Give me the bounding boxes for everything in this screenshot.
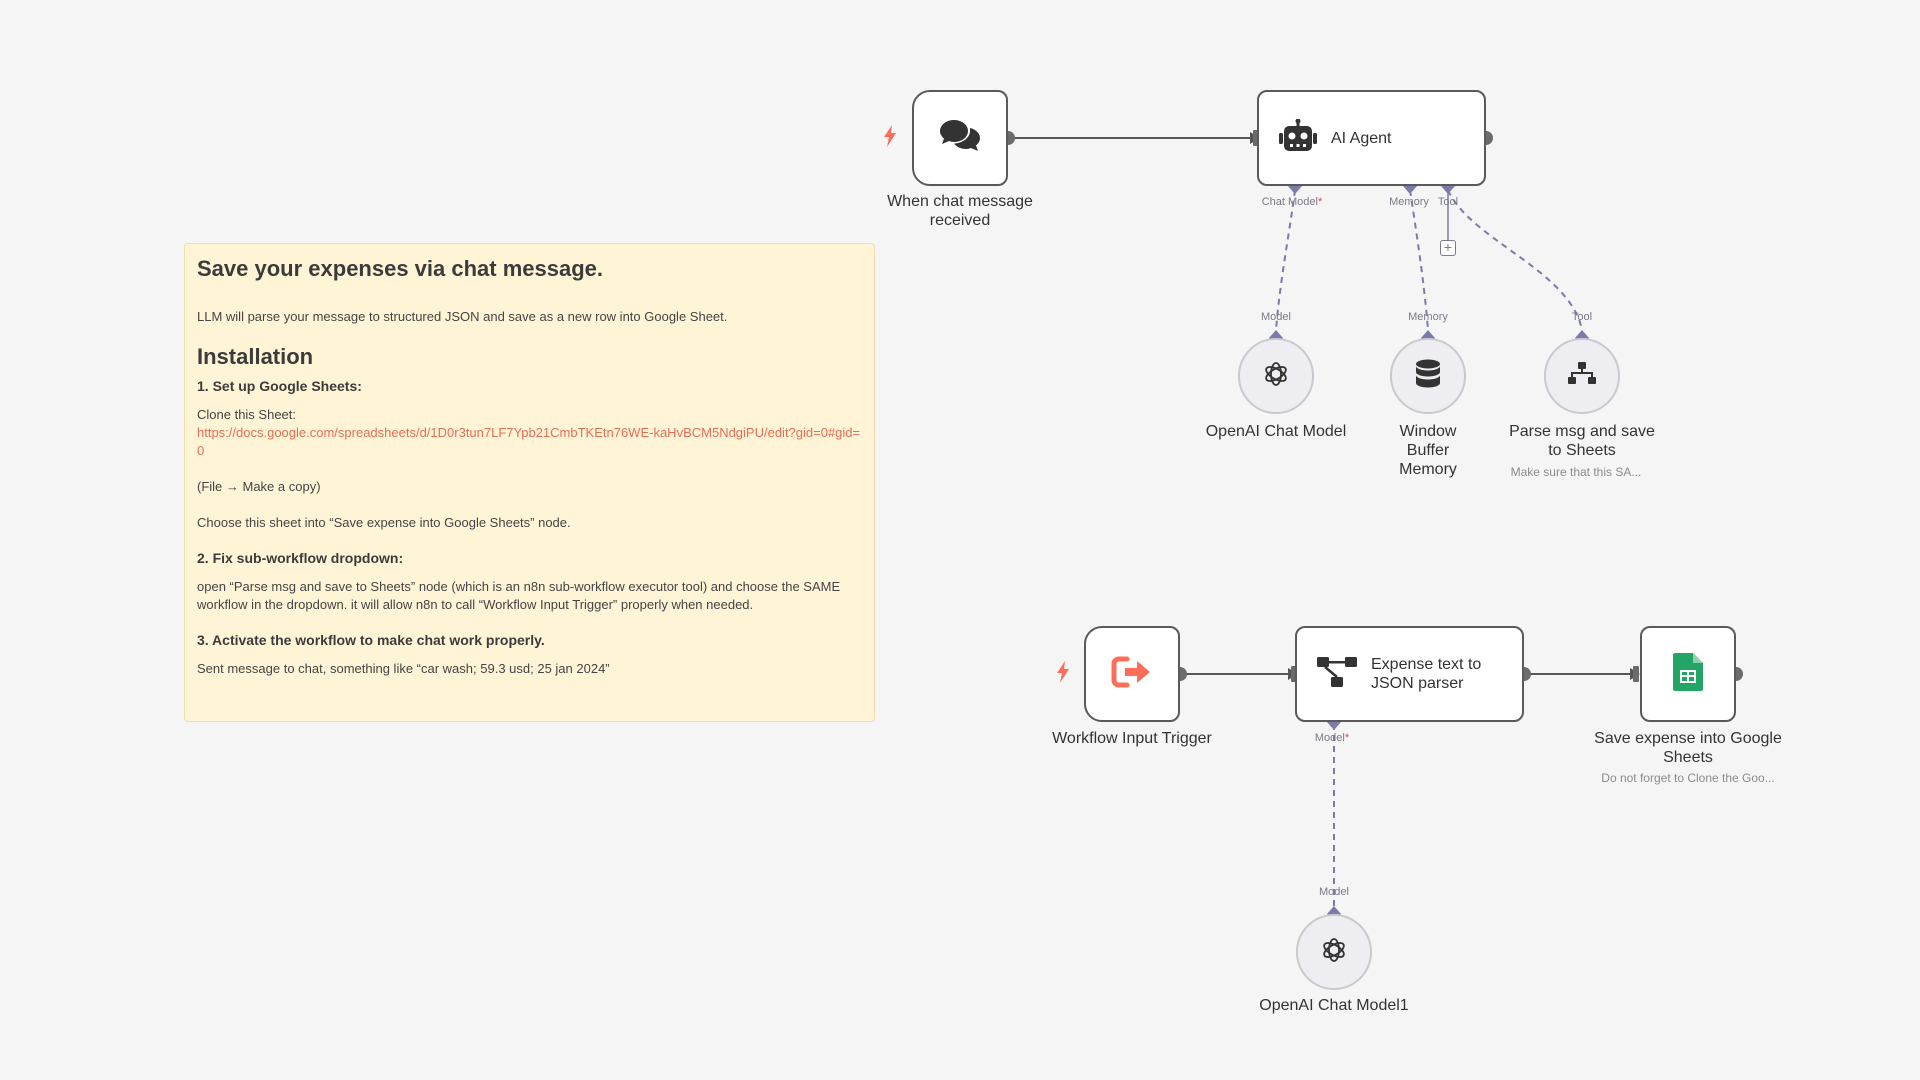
- openai-logo-icon: [1319, 935, 1349, 970]
- sticky-installation-heading: Installation: [197, 344, 314, 369]
- node-parse-msg-tool[interactable]: [1544, 338, 1620, 414]
- connection-arrow-sheets-in: [1630, 668, 1640, 680]
- sign-in-arrow-icon: [1111, 656, 1153, 693]
- node-window-buffer-memory[interactable]: [1390, 338, 1466, 414]
- sticky-step2-heading: 2. Fix sub-workflow dropdown:: [197, 550, 404, 566]
- openai-logo-icon: [1261, 359, 1291, 394]
- sticky-step3-heading: 3. Activate the workflow to make chat wo…: [197, 632, 545, 648]
- ai-connection-tool: [1447, 189, 1583, 331]
- port-label-chat-model: Chat Model*: [1262, 196, 1323, 208]
- sticky-intro: LLM will parse your message to structure…: [197, 309, 728, 324]
- sticky-step1-heading: 1. Set up Google Sheets:: [197, 378, 362, 394]
- node-expense-parser-title: Expense text to JSON parser: [1371, 656, 1482, 692]
- ai-connection-memory: [1409, 189, 1429, 331]
- chain-structure-icon: [1317, 655, 1357, 694]
- lightning-bolt-icon: [1056, 661, 1070, 687]
- node-openai-chat-model-label: OpenAI Chat Model: [1205, 423, 1347, 440]
- node-parse-msg-tool-label: Parse msg and save to Sheets: [1509, 423, 1655, 459]
- sticky-step1-clone: Clone this Sheet:: [197, 407, 297, 422]
- sticky-title: Save your expenses via chat message.: [197, 256, 604, 281]
- port-label-memory: Memory: [1389, 196, 1429, 208]
- port-label-parser-model-text: Model: [1314, 732, 1345, 744]
- port-label-model-out: Model: [1261, 311, 1291, 323]
- node-save-expense-sheets-note: Do not forget to Clone the Goo...: [1601, 771, 1775, 785]
- node-workflow-input-trigger-label: Workflow Input Trigger: [1052, 730, 1212, 747]
- lightning-bolt-icon: [883, 125, 897, 151]
- sticky-step1-copy: (File → Make a copy): [197, 479, 321, 494]
- chat-bubbles-icon: [939, 118, 981, 159]
- sticky-note[interactable]: Save your expenses via chat message. LLM…: [184, 243, 875, 722]
- required-mark: *: [1317, 196, 1323, 208]
- node-save-expense-sheets-label: Save expense into Google Sheets: [1594, 730, 1782, 766]
- node-chat-trigger[interactable]: [912, 90, 1008, 186]
- google-sheets-icon: [1673, 652, 1703, 696]
- sticky-step3-text: Sent message to chat, something like “ca…: [197, 661, 610, 676]
- sticky-step2-text: open “Parse msg and save to Sheets” node…: [197, 579, 841, 612]
- port-label-tool-out: Tool: [1571, 311, 1593, 323]
- node-openai-chat-model1-label: OpenAI Chat Model1: [1259, 997, 1409, 1014]
- sitemap-icon: [1568, 361, 1596, 391]
- required-mark: *: [1344, 732, 1350, 744]
- node-ai-agent-title: AI Agent: [1331, 129, 1392, 147]
- database-icon: [1415, 359, 1441, 394]
- node-ai-agent[interactable]: AI Agent: [1257, 90, 1486, 186]
- port-label-tool: Tool: [1437, 196, 1459, 208]
- robot-icon: [1279, 118, 1317, 158]
- port-label-chat-model-text: Chat Model: [1261, 196, 1318, 208]
- input-handle-sheets[interactable]: [1633, 666, 1639, 682]
- node-openai-chat-model[interactable]: [1238, 338, 1314, 414]
- sticky-step1-choose: Choose this sheet into “Save expense int…: [197, 515, 571, 530]
- node-save-expense-sheets[interactable]: [1640, 626, 1736, 722]
- port-label-memory-out: Memory: [1408, 311, 1448, 323]
- sticky-sheet-link[interactable]: https://docs.google.com/spreadsheets/d/1…: [197, 425, 861, 458]
- node-expense-parser[interactable]: Expense text to JSON parser: [1295, 626, 1524, 722]
- port-label-parser-model: Model*: [1315, 732, 1349, 744]
- add-tool-button[interactable]: +: [1440, 240, 1456, 256]
- node-chat-trigger-label: When chat message received: [887, 193, 1033, 229]
- node-workflow-input-trigger[interactable]: [1084, 626, 1180, 722]
- port-label-model1-out: Model: [1319, 886, 1349, 898]
- node-parse-msg-tool-note: Make sure that this SA...: [1510, 465, 1642, 479]
- ai-connection-model: [1275, 189, 1296, 331]
- node-openai-chat-model1[interactable]: [1296, 914, 1372, 990]
- node-window-buffer-memory-label: Window Buffer Memory: [1399, 423, 1457, 478]
